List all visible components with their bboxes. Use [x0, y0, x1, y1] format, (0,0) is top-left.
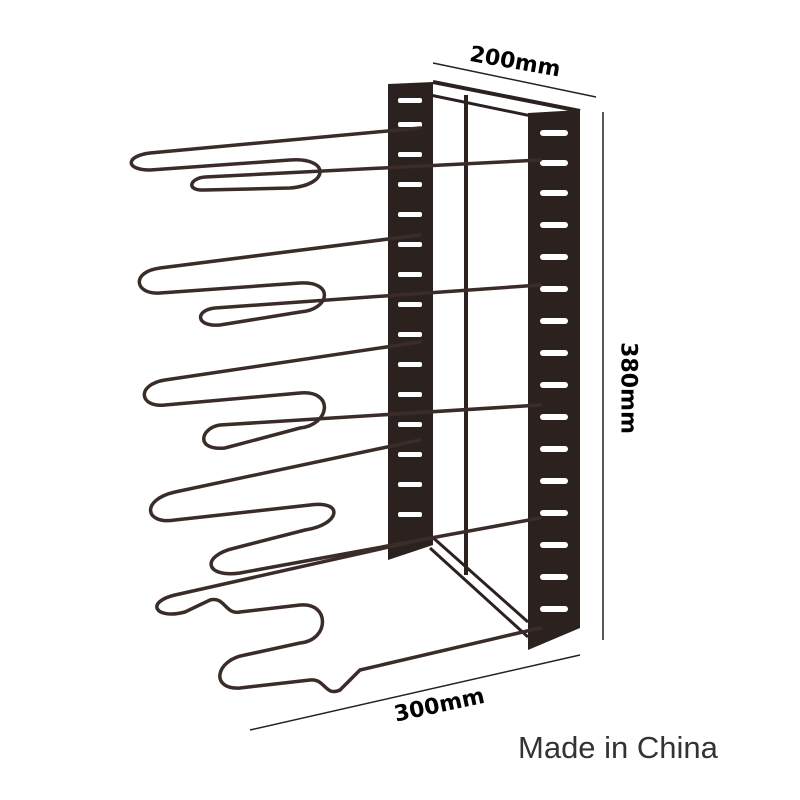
height-dimension-label: 380mm: [615, 342, 641, 434]
wire-shelves: [129, 126, 542, 694]
made-in-label: Made in China: [518, 730, 718, 765]
wire-shelf-1: [129, 126, 542, 192]
wire-shelf-4: [148, 438, 542, 576]
depth-dimension-line: [249, 654, 581, 731]
left-upright-panel: [388, 82, 433, 560]
width-dimension-line: [432, 62, 597, 98]
rack-frame: [428, 80, 581, 639]
wire-shelf-2: [137, 233, 542, 327]
wire-shelf-3: [142, 340, 542, 450]
right-upright-panel: [528, 110, 580, 650]
wire-shelf-5: [155, 538, 542, 694]
dimension-lines: [249, 62, 604, 731]
